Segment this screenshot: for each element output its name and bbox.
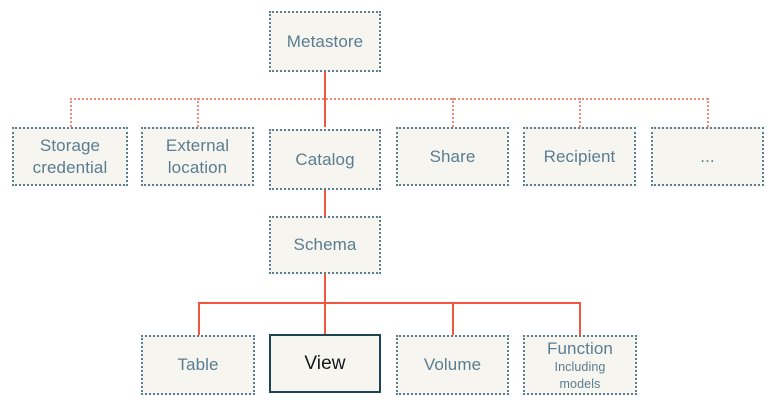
- node-catalog-label: Catalog: [295, 149, 355, 169]
- edge-metastore-to-more: [707, 98, 709, 127]
- edge-metastore-bus: [70, 98, 708, 100]
- node-external-location-label-line1: External: [165, 136, 230, 156]
- edge-schema-to-volume: [452, 302, 454, 335]
- node-share[interactable]: Share: [396, 127, 509, 186]
- node-storage-credential[interactable]: Storage credential: [12, 127, 128, 186]
- node-table[interactable]: Table: [141, 335, 255, 395]
- node-table-label: Table: [177, 355, 219, 375]
- node-function-sublabel-line2: models: [559, 376, 601, 391]
- node-schema-label: Schema: [293, 235, 357, 255]
- node-catalog[interactable]: Catalog: [269, 129, 381, 190]
- node-share-label: Share: [429, 146, 476, 166]
- node-view[interactable]: View: [269, 334, 381, 393]
- node-more[interactable]: ...: [651, 127, 764, 186]
- node-function-label: Function: [546, 338, 613, 358]
- node-storage-credential-label-line1: Storage: [39, 136, 101, 156]
- node-function-sublabel-line1: Including: [554, 360, 606, 374]
- node-external-location-label-line2: location: [167, 157, 228, 177]
- edge-metastore-to-external-location: [197, 98, 199, 127]
- edge-schema-to-table: [198, 302, 200, 335]
- node-schema[interactable]: Schema: [269, 216, 381, 274]
- edge-schema-bus: [198, 302, 581, 304]
- edge-metastore-to-storage-credential: [70, 98, 72, 127]
- node-volume-label: Volume: [423, 355, 482, 375]
- edge-schema-to-function: [579, 302, 581, 335]
- node-metastore-label: Metastore: [286, 31, 364, 51]
- node-storage-credential-label-line2: credential: [32, 157, 108, 177]
- node-function[interactable]: Function Including models: [523, 335, 637, 395]
- node-volume[interactable]: Volume: [396, 335, 509, 395]
- edge-schema-stem: [324, 273, 326, 303]
- node-metastore[interactable]: Metastore: [269, 11, 381, 72]
- edge-metastore-to-catalog: [324, 98, 326, 127]
- node-view-label: View: [304, 352, 346, 374]
- node-recipient-label: Recipient: [543, 146, 616, 166]
- edge-metastore-to-share: [452, 98, 454, 127]
- edge-metastore-to-recipient: [579, 98, 581, 127]
- node-more-label: ...: [700, 146, 715, 166]
- edge-schema-to-view: [324, 302, 326, 334]
- node-recipient[interactable]: Recipient: [523, 127, 636, 186]
- edge-catalog-to-schema: [324, 190, 326, 217]
- edge-metastore-stem: [324, 72, 326, 99]
- node-external-location[interactable]: External location: [141, 127, 254, 186]
